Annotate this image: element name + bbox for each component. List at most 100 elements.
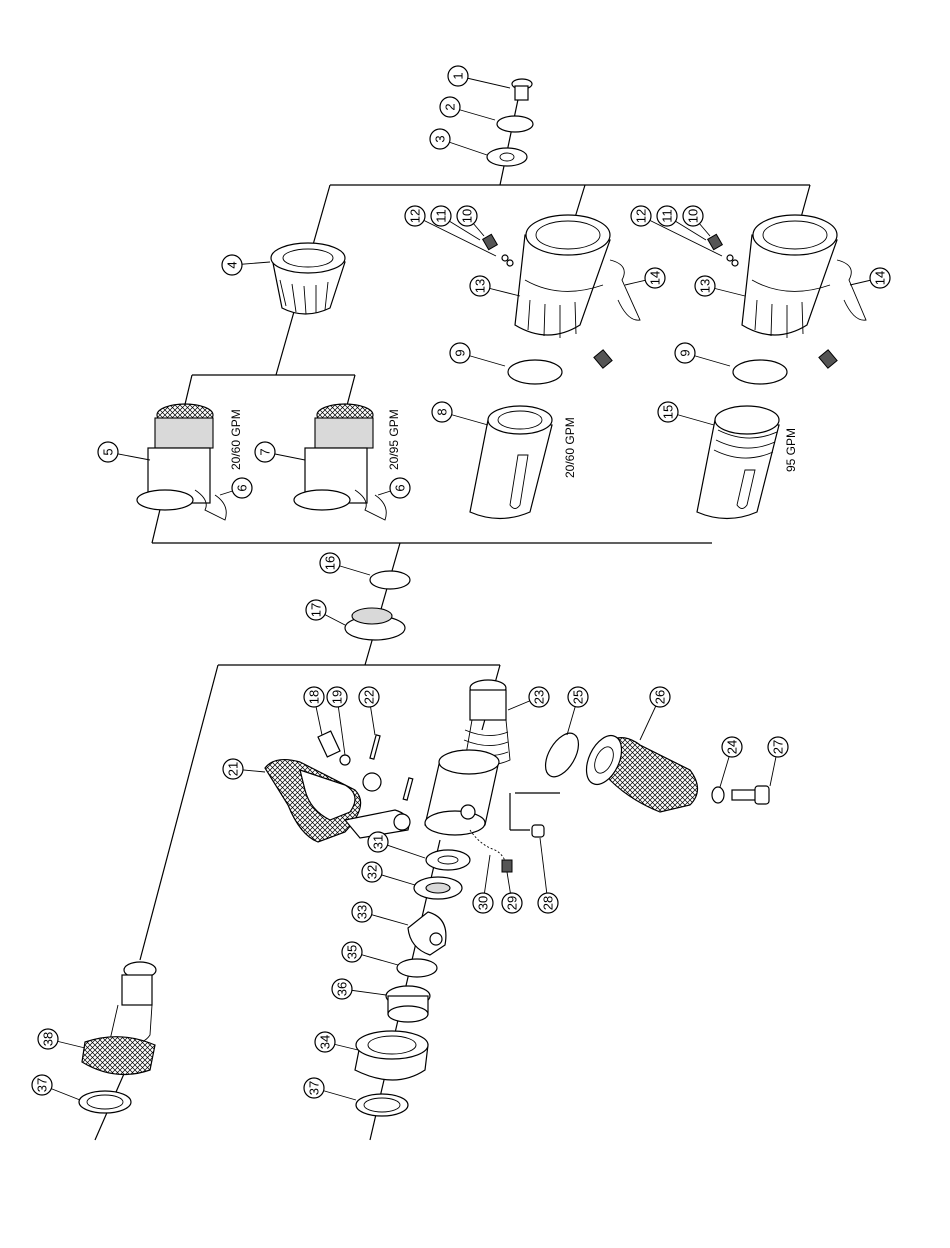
part-26-pistol-grip bbox=[579, 730, 697, 812]
callout-c26: 26 bbox=[640, 687, 670, 740]
part-4-cap bbox=[271, 243, 345, 314]
callout-c4: 4 bbox=[222, 255, 270, 275]
callout-number: 26 bbox=[653, 690, 668, 704]
parts-10-11-12-right bbox=[708, 234, 738, 266]
callout-c31: 31 bbox=[368, 832, 425, 858]
callout-number: 22 bbox=[362, 690, 377, 704]
callout-number: 24 bbox=[725, 740, 740, 754]
callout-number: 12 bbox=[634, 209, 649, 223]
gpm-label-7: 20/95 GPM bbox=[387, 409, 401, 470]
callout-number: 15 bbox=[661, 405, 676, 419]
callout-number: 32 bbox=[365, 865, 380, 879]
part-36-insert bbox=[386, 986, 430, 1022]
callout-c16: 16 bbox=[320, 553, 370, 575]
callout-c30: 30 bbox=[473, 855, 493, 913]
callout-number: 29 bbox=[505, 896, 520, 910]
callout-c18: 18 bbox=[304, 687, 324, 735]
callout-number: 11 bbox=[434, 209, 449, 223]
callout-number: 10 bbox=[686, 209, 701, 223]
callout-c35: 35 bbox=[342, 942, 398, 965]
callout-number: 7 bbox=[258, 448, 273, 455]
callout-number: 37 bbox=[307, 1081, 322, 1095]
callout-c14a: 14 bbox=[625, 268, 665, 288]
callout-c6b: 6 bbox=[378, 478, 410, 498]
callout-c7: 7 bbox=[255, 442, 305, 462]
callout-number: 19 bbox=[330, 690, 345, 704]
part-5-cartridge bbox=[137, 404, 226, 520]
callout-number: 9 bbox=[453, 349, 468, 356]
callout-number: 14 bbox=[873, 271, 888, 285]
part-31-washer bbox=[426, 850, 470, 870]
callout-c36: 36 bbox=[332, 979, 386, 999]
callout-c3: 3 bbox=[430, 129, 487, 155]
callout-number: 4 bbox=[225, 261, 240, 268]
part-19-ring bbox=[340, 755, 350, 765]
callout-number: 35 bbox=[345, 945, 360, 959]
callout-c17: 17 bbox=[306, 600, 345, 625]
callout-c37a: 37 bbox=[32, 1075, 80, 1100]
part-3-seal bbox=[487, 148, 527, 166]
part-9-oring-left bbox=[508, 360, 562, 384]
callout-number: 23 bbox=[532, 690, 547, 704]
part-13-housing-left bbox=[515, 215, 640, 338]
callout-layer: 1234566789910111210111213131414151617181… bbox=[32, 66, 890, 1100]
callout-number: 16 bbox=[323, 556, 338, 570]
gpm-label-15: 95 GPM bbox=[784, 428, 798, 472]
callout-c6a: 6 bbox=[220, 478, 252, 498]
callout-c9a: 9 bbox=[450, 343, 505, 366]
callout-c5: 5 bbox=[98, 442, 150, 462]
parts-10-11-12-left bbox=[483, 234, 513, 266]
callout-number: 12 bbox=[408, 209, 423, 223]
assembly-lines bbox=[95, 90, 810, 1140]
callout-c13b: 13 bbox=[695, 276, 745, 296]
part-8-sleeve bbox=[470, 406, 552, 519]
pin-near-body bbox=[403, 778, 413, 800]
part-28-cap bbox=[532, 825, 544, 837]
callout-c10b: 10 bbox=[683, 206, 710, 236]
part-9-oring-right bbox=[733, 360, 787, 384]
callout-c14b: 14 bbox=[850, 268, 890, 288]
callout-number: 6 bbox=[235, 484, 250, 491]
callout-number: 27 bbox=[771, 740, 786, 754]
callout-c2: 2 bbox=[440, 97, 495, 120]
callout-c9b: 9 bbox=[675, 343, 730, 366]
part-25-cap bbox=[539, 728, 586, 783]
callout-number: 6 bbox=[393, 484, 408, 491]
callout-c28: 28 bbox=[538, 838, 558, 913]
callout-c1: 1 bbox=[448, 66, 510, 88]
callout-number: 13 bbox=[698, 279, 713, 293]
part-34-coupling bbox=[355, 1031, 428, 1080]
part-27-bolt bbox=[732, 786, 769, 804]
part-33-body bbox=[408, 912, 446, 955]
part-13-housing-right bbox=[742, 215, 866, 338]
callout-c13a: 13 bbox=[470, 276, 520, 296]
callout-c34: 34 bbox=[315, 1032, 358, 1052]
part-1-screw bbox=[512, 79, 532, 100]
part-35-oring bbox=[397, 959, 437, 977]
part-23-body bbox=[425, 680, 510, 835]
callout-c24: 24 bbox=[720, 737, 742, 787]
lower-screw-right bbox=[819, 350, 837, 368]
callout-number: 9 bbox=[678, 349, 693, 356]
part-15-sleeve bbox=[697, 406, 779, 519]
part-29-plug bbox=[502, 860, 512, 872]
callout-number: 5 bbox=[101, 448, 116, 455]
callout-c33: 33 bbox=[352, 902, 408, 925]
part-18-plunger bbox=[318, 731, 340, 757]
callout-number: 18 bbox=[307, 690, 322, 704]
callout-number: 10 bbox=[460, 209, 475, 223]
callout-number: 13 bbox=[473, 279, 488, 293]
callout-c22: 22 bbox=[359, 687, 379, 735]
callout-number: 8 bbox=[435, 408, 450, 415]
callout-number: 3 bbox=[433, 135, 448, 142]
lower-screw-left bbox=[594, 350, 612, 368]
part-17-seat bbox=[345, 608, 405, 640]
callout-number: 25 bbox=[571, 690, 586, 704]
callout-number: 11 bbox=[660, 209, 675, 223]
part-38-knurled-nut bbox=[82, 962, 156, 1075]
callout-c23: 23 bbox=[508, 687, 549, 710]
callout-c29: 29 bbox=[502, 872, 522, 913]
callout-number: 33 bbox=[355, 905, 370, 919]
callout-c21: 21 bbox=[223, 759, 265, 779]
